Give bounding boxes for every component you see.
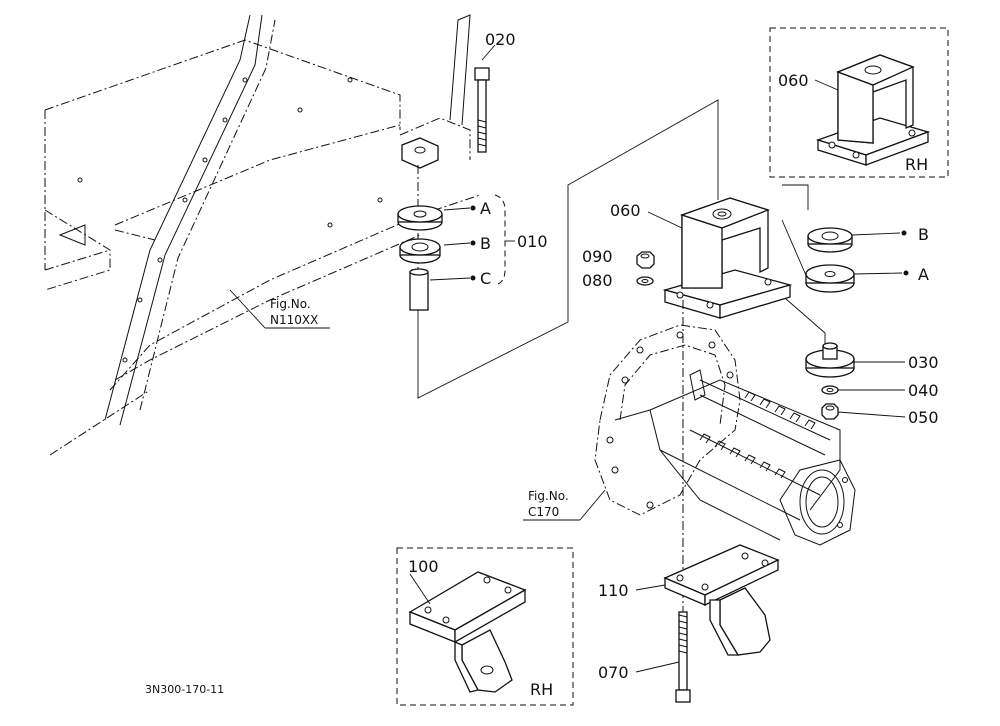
rh-inset-bottom: 100 RH (396, 547, 574, 706)
sub-label-left-b: B (480, 234, 491, 253)
part-070-bolt: 070 (598, 611, 691, 703)
part-030-cushion: 030 (805, 342, 939, 378)
part-060-bracket: 060 (610, 197, 793, 319)
sub-label-left-a: A (480, 199, 491, 218)
diagram-id: 3N300-170-11 (145, 683, 224, 696)
part-010-mount-set: A B C 010 (397, 165, 548, 311)
part-050-nut: 050 (821, 403, 939, 427)
part-label-010: 010 (517, 232, 548, 251)
figure-ref-n110: Fig.No. N110XX (229, 289, 330, 329)
part-020-bolt: 020 (474, 30, 516, 153)
assembly-leaders (417, 99, 826, 399)
frame-assembly (44, 14, 481, 456)
sub-label-left-c: C (480, 269, 491, 288)
part-label-040: 040 (908, 381, 939, 400)
part-080-washer: 080 (582, 271, 654, 290)
part-label-090: 090 (582, 247, 613, 266)
part-010-mount-right: B A (805, 225, 929, 293)
fig-ref-c170-line1: Fig.No. (528, 489, 569, 503)
axle-housing (594, 324, 856, 546)
fig-ref-n110-line1: Fig.No. (270, 297, 311, 311)
part-label-110: 110 (598, 581, 629, 600)
rh-inset-top: 060 RH (769, 27, 949, 178)
part-label-020: 020 (485, 30, 516, 49)
figure-ref-c170: Fig.No. C170 (523, 489, 606, 521)
part-040-washer: 040 (821, 381, 939, 400)
part-090-nut: 090 (582, 247, 655, 269)
part-label-060-rh: 060 (778, 71, 809, 90)
part-label-100: 100 (408, 557, 439, 576)
part-label-080: 080 (582, 271, 613, 290)
fig-ref-c170-line2: C170 (528, 505, 559, 519)
part-label-030: 030 (908, 353, 939, 372)
part-label-070: 070 (598, 663, 629, 682)
sub-label-right-b: B (918, 225, 929, 244)
rh-label-top: RH (905, 155, 928, 174)
part-label-060-main: 060 (610, 201, 641, 220)
rh-label-bottom: RH (530, 680, 553, 699)
part-110-bracket: 110 (598, 544, 780, 656)
fig-ref-n110-line2: N110XX (270, 313, 318, 327)
sub-label-right-a: A (918, 265, 929, 284)
part-label-050: 050 (908, 408, 939, 427)
